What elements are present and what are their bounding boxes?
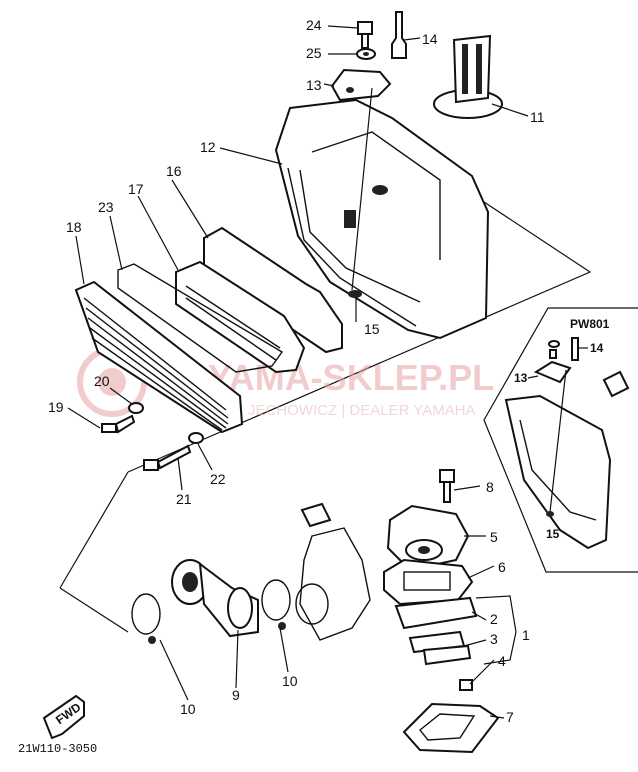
inset-label: PW801 [570,317,610,331]
part-5-manifold [386,504,470,572]
part-20-washer [128,402,144,414]
watermark-main: YAMA-SKLEP.PL [208,357,494,398]
part-23-seal [117,263,284,373]
callout-15-inset: 15 [546,527,560,541]
watermark: YAMA-SKLEP.PL JECHOWICZ | DEALER YAMAHA [77,347,494,419]
callout-4: 4 [498,653,506,669]
callout-16: 16 [166,163,182,179]
callout-17: 17 [128,181,144,197]
leader-lines [67,25,588,719]
callout-22: 22 [210,471,226,487]
callout-24: 24 [306,17,322,33]
callout-18: 18 [66,219,82,235]
carburetor [295,502,371,641]
part-11-joint [433,34,503,119]
callout-9: 9 [232,687,240,703]
part-22-washer [188,432,204,444]
callout-21: 21 [176,491,192,507]
callout-14-inset: 14 [590,341,604,355]
part-6-gasket [383,558,474,606]
callout-12: 12 [200,139,216,155]
part-17-element-frame [175,260,306,374]
callout-13: 13 [306,77,322,93]
part-24-bolt [357,21,373,49]
callout-labels: 24 14 25 13 11 12 17 16 23 18 15 20 19 2… [48,17,604,725]
part-10-clamp-left [131,593,161,644]
part-13-bracket [330,68,392,102]
callout-11: 11 [530,109,545,125]
watermark-sub: JECHOWICZ | DEALER YAMAHA [248,402,476,419]
callout-7: 7 [506,709,514,725]
callout-14: 14 [422,31,438,47]
part-3-reed [408,630,472,666]
callout-20: 20 [94,373,110,389]
part-4-screw [459,679,473,691]
part-8-screw [439,469,455,503]
part-25-washer [356,48,376,60]
callout-13-inset: 13 [514,371,528,385]
part-10-clamp-right [261,579,291,630]
part-19-bolt [101,414,136,434]
callout-19: 19 [48,399,64,415]
part-14-breather-pipe [391,11,407,59]
inset-pw801 [483,307,638,573]
callout-6: 6 [498,559,506,575]
callout-10-left: 10 [180,701,196,717]
callout-1: 1 [522,627,530,643]
part-18-cover [74,280,244,434]
part-12-air-filter-case [274,87,490,340]
part-9-intake-hose [171,559,259,638]
part-21-bolt [143,444,192,471]
callout-25: 25 [306,45,322,61]
callout-5: 5 [490,529,498,545]
part-2-reed-valve [394,596,478,630]
callout-2: 2 [490,611,498,627]
part-7-gasket [402,702,500,754]
frame-outline [59,197,592,633]
diagram-code: 21W110-3050 [18,742,97,756]
callout-23: 23 [98,199,114,215]
callout-8: 8 [486,479,494,495]
callout-3: 3 [490,631,498,647]
forward-arrow: FWD [42,694,85,740]
callout-10-right: 10 [282,673,298,689]
callout-15: 15 [364,321,380,337]
